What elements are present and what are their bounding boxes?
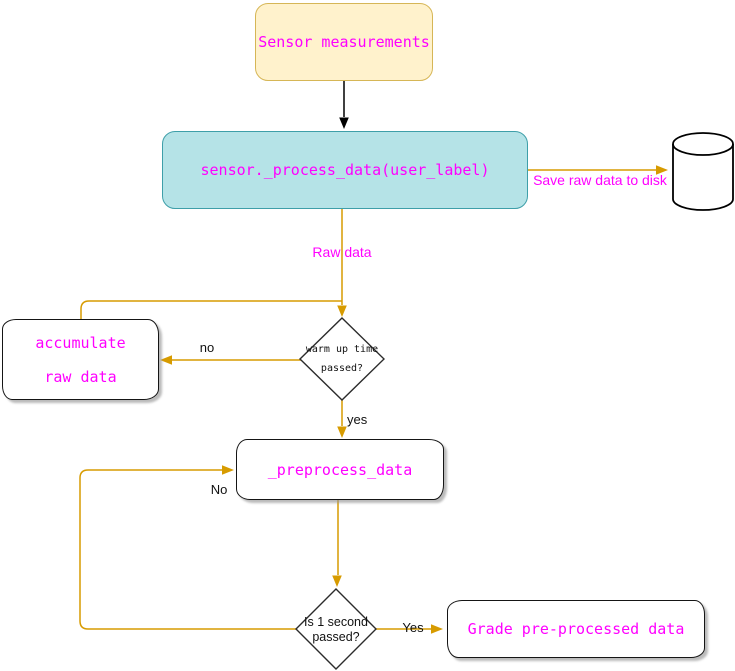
node-preprocess-label: _preprocess_data: [267, 460, 413, 479]
arrowhead-timer-yes: [431, 624, 443, 634]
node-process-data: sensor._process_data(user_label): [162, 131, 528, 209]
timer-decision-diamond: [295, 588, 377, 670]
arrowhead-timer-no: [222, 465, 234, 475]
arrowhead-warmup-yes: [337, 426, 347, 438]
node-preprocess-data: _preprocess_data: [236, 439, 444, 500]
edge-label-timer-yes: Yes: [402, 620, 424, 635]
warmup-decision-label: warm up time passed?: [305, 344, 379, 374]
node-accumulate-label: accumulate raw data: [35, 333, 126, 386]
edge-timer-no: [79, 469, 296, 630]
edge-accumulate-loop: [80, 300, 342, 319]
node-grade-label: Grade pre-processed data: [467, 620, 685, 638]
arrowhead-preprocess-to-timer: [332, 575, 342, 587]
node-accumulate-raw-data: accumulate raw data: [2, 319, 159, 400]
edge-label-timer-no: No: [210, 482, 228, 497]
node-sensor-measurements: Sensor measurements: [255, 3, 433, 81]
edge-label-raw-data: Raw data: [312, 244, 372, 260]
arrowhead-raw-data: [337, 305, 347, 317]
edge-label-warmup-no: no: [199, 340, 215, 355]
warmup-decision-diamond: [298, 317, 386, 401]
edge-label-save-to-disk: Save raw data to disk: [533, 172, 667, 188]
database-cylinder-icon: [672, 132, 734, 211]
arrowhead-warmup-no: [160, 355, 172, 365]
arrowhead-save-to-disk: [656, 165, 668, 175]
timer-decision-label: Is 1 second passed?: [304, 615, 368, 644]
node-process-label: sensor._process_data(user_label): [200, 161, 490, 179]
edge-label-warmup-yes: yes: [347, 412, 368, 427]
node-sensor-label: Sensor measurements: [258, 33, 430, 51]
arrowhead-sensor-to-process: [339, 117, 349, 129]
node-grade-preprocessed-data: Grade pre-processed data: [447, 600, 705, 658]
